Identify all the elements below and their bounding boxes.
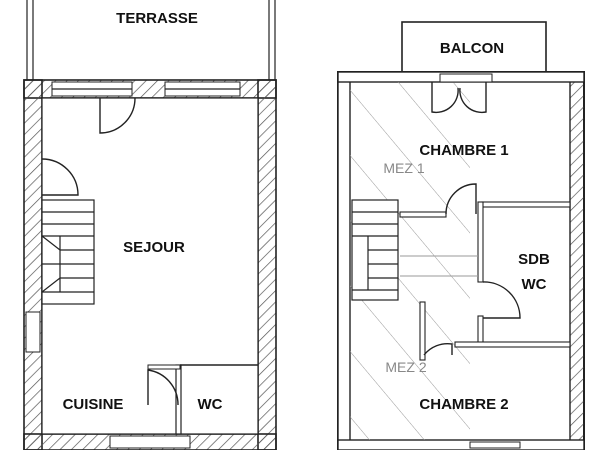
door-chambre2 xyxy=(423,342,453,356)
window-south xyxy=(109,435,191,449)
label-sdb: SDB xyxy=(518,251,550,268)
label-sejour: SEJOUR xyxy=(123,239,185,256)
wall-corridor-mid xyxy=(419,301,426,361)
door-balcony-left xyxy=(431,82,459,114)
label-wc-ground: WC xyxy=(198,396,223,413)
window-upper-north xyxy=(439,73,493,83)
window-upper-south xyxy=(469,441,521,449)
label-chambre2: CHAMBRE 2 xyxy=(419,396,508,413)
label-balcon: BALCON xyxy=(440,40,504,57)
door-stairs xyxy=(41,158,79,196)
wall-bath-south xyxy=(454,341,571,348)
wall-bath-west xyxy=(477,201,484,283)
wall-bath-west-lower xyxy=(477,315,484,345)
staircase-ground xyxy=(41,199,95,305)
label-chambre1: CHAMBRE 1 xyxy=(419,142,508,159)
wc-partition-wall xyxy=(175,364,182,435)
upper-south-wall xyxy=(337,439,585,450)
east-wall xyxy=(257,79,277,450)
door-wc xyxy=(147,369,179,406)
label-mez1: MEZ 1 xyxy=(383,160,424,176)
wall-chambre1-south xyxy=(399,211,447,218)
west-wall xyxy=(23,79,43,450)
upper-west-wall xyxy=(337,71,351,450)
upper-east-wall xyxy=(569,71,585,450)
mezzanine-area xyxy=(350,82,470,440)
label-cuisine: CUISINE xyxy=(63,396,124,413)
upper-floor-plan: BALCON xyxy=(337,21,585,450)
staircase-upper xyxy=(351,199,399,301)
ground-floor-plan: TERRASSE SEJOUR CUISINE WC xyxy=(23,0,277,450)
door-balcony-right xyxy=(459,82,487,114)
label-mez2: MEZ 2 xyxy=(385,359,426,375)
wall-bath-north xyxy=(481,201,571,208)
window-west xyxy=(25,311,41,353)
label-terrasse: TERRASSE xyxy=(116,10,198,27)
label-sdb-wc: WC xyxy=(522,276,547,293)
door-chambre1 xyxy=(445,183,477,215)
door-sdb xyxy=(482,281,521,319)
balcony xyxy=(401,21,547,75)
door-terrace xyxy=(99,97,136,134)
